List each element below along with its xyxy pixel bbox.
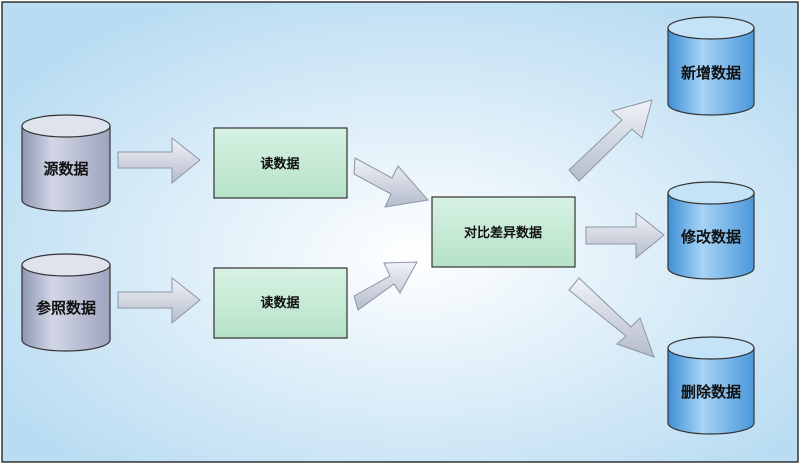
compare-diff-box: 对比差异数据 <box>431 196 576 268</box>
new-data-label: 新增数据 <box>681 64 741 82</box>
read-reference-box: 读数据 <box>213 267 348 339</box>
deleted-data-label: 删除数据 <box>681 383 741 401</box>
modified-data-label: 修改数据 <box>680 228 741 246</box>
arrow-compare-to-modified <box>585 211 665 260</box>
source-data-cylinder: 源数据 <box>21 114 111 212</box>
arrow-compare-to-deleted <box>568 277 655 358</box>
arrow-read-reference-to-compare <box>353 261 418 311</box>
arrow-compare-to-new <box>568 99 653 182</box>
reference-data-label: 参照数据 <box>36 299 96 317</box>
source-data-label: 源数据 <box>43 160 88 178</box>
arrow-reference-to-read <box>117 276 201 325</box>
arrow-read-source-to-compare <box>353 157 429 208</box>
read-source-box: 读数据 <box>213 127 348 199</box>
reference-data-cylinder: 参照数据 <box>21 253 111 352</box>
new-data-cylinder: 新增数据 <box>667 16 755 116</box>
deleted-data-cylinder: 删除数据 <box>667 336 755 435</box>
modified-data-cylinder: 修改数据 <box>667 181 755 280</box>
compare-diff-label: 对比差异数据 <box>464 225 542 241</box>
arrow-source-to-read <box>117 136 201 185</box>
read-source-label: 读数据 <box>260 156 299 172</box>
read-reference-label: 读数据 <box>260 295 299 311</box>
